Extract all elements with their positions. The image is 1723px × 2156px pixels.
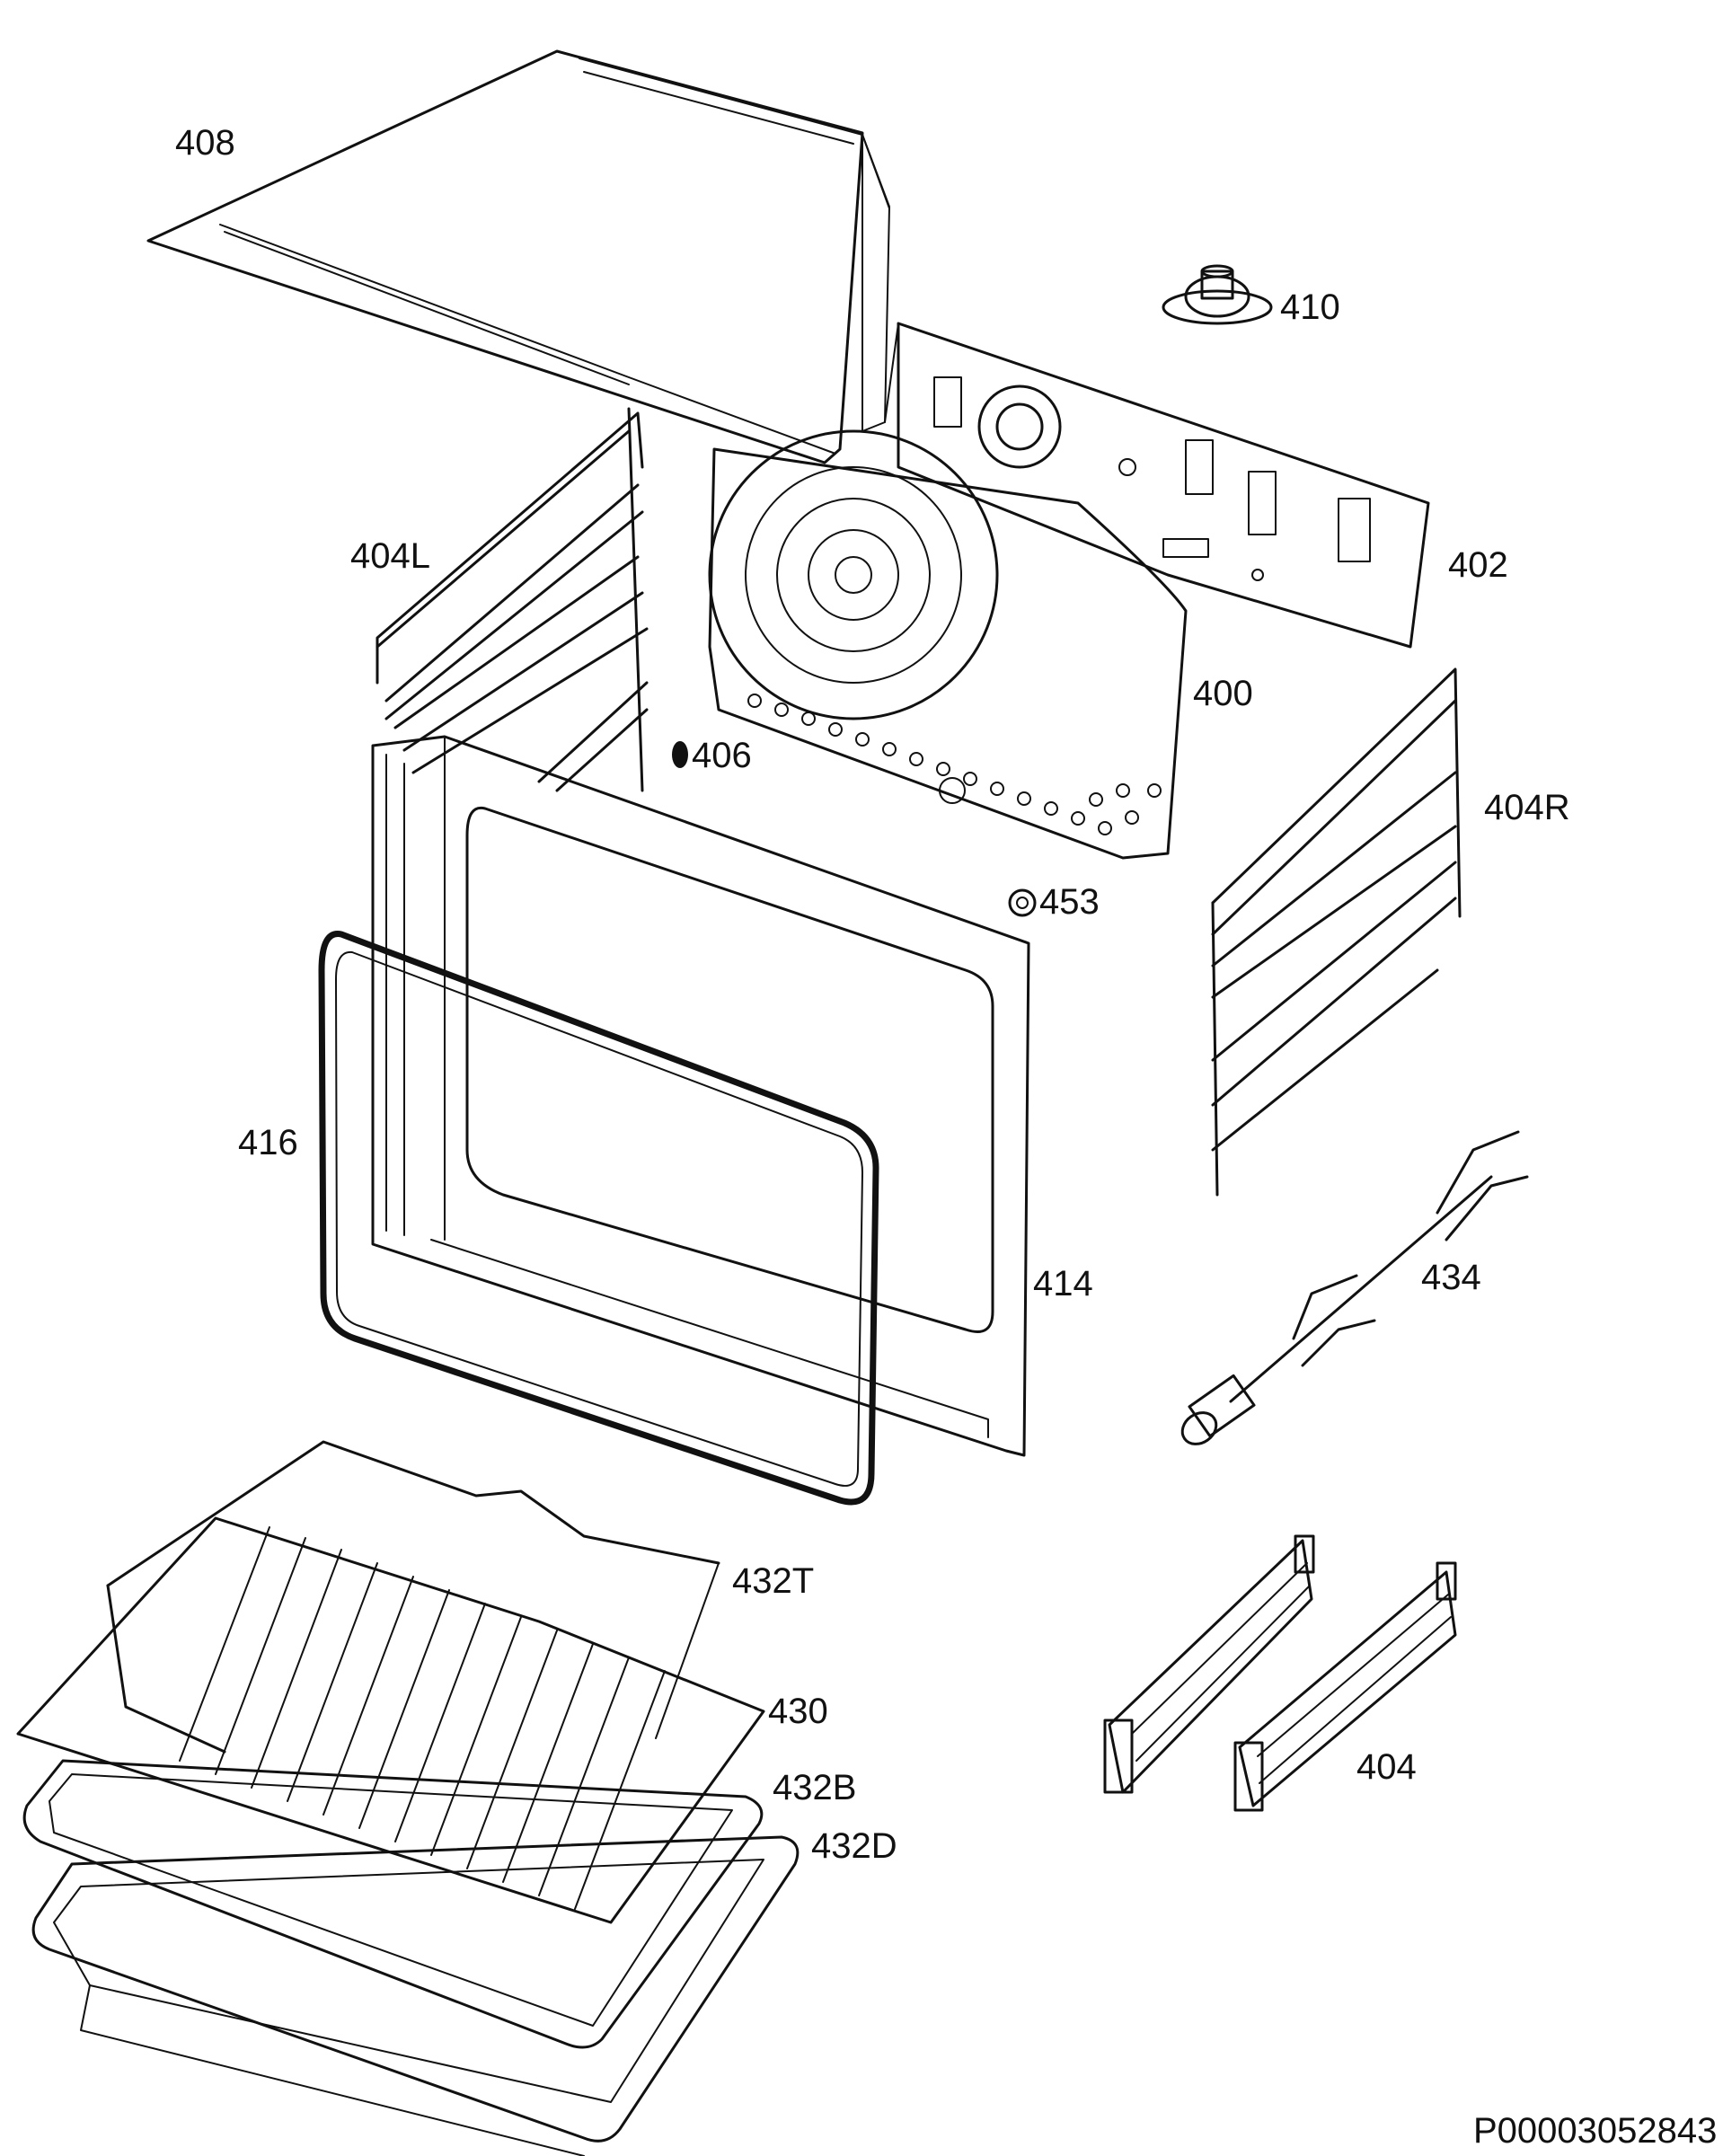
label-404: 404: [1356, 1747, 1417, 1787]
fan-cover-plate-400: [708, 429, 1188, 860]
clip-406: [672, 741, 688, 768]
label-406: 406: [692, 736, 752, 775]
label-404R: 404R: [1484, 788, 1570, 827]
label-410: 410: [1280, 287, 1340, 327]
label-453: 453: [1039, 882, 1100, 922]
wire-rack-430: [16, 1516, 765, 1924]
label-416: 416: [238, 1123, 298, 1162]
door-gasket-416: [318, 931, 879, 1506]
rotisserie-spit-434: [1180, 1130, 1529, 1445]
label-430: 430: [768, 1692, 828, 1731]
right-shelf-runner-404R: [1211, 667, 1462, 1197]
label-402: 402: [1448, 545, 1508, 585]
label-432T: 432T: [732, 1561, 814, 1601]
label-414: 414: [1033, 1264, 1093, 1303]
label-404L: 404L: [350, 536, 430, 576]
fan-motor-410: [1162, 264, 1273, 325]
label-400: 400: [1193, 674, 1253, 713]
nut-453: [1008, 888, 1037, 917]
label-408: 408: [175, 123, 235, 163]
back-wall-plate-402: [884, 322, 1430, 649]
oven-front-frame-414: [371, 735, 1030, 1457]
diagram-code: P00003052843: [1473, 2111, 1717, 2151]
label-432B: 432B: [773, 1768, 856, 1807]
label-432D: 432D: [811, 1826, 897, 1866]
baking-tray-432B: [22, 1759, 764, 2049]
upper-wire-shelf-432T: [106, 1440, 720, 1754]
deep-pan-432D: [31, 1835, 800, 2156]
top-cover-panel-408: [146, 49, 890, 464]
left-shelf-runner-404L: [376, 407, 649, 792]
telescopic-runners-404: [1103, 1534, 1457, 1812]
label-434: 434: [1421, 1258, 1481, 1297]
